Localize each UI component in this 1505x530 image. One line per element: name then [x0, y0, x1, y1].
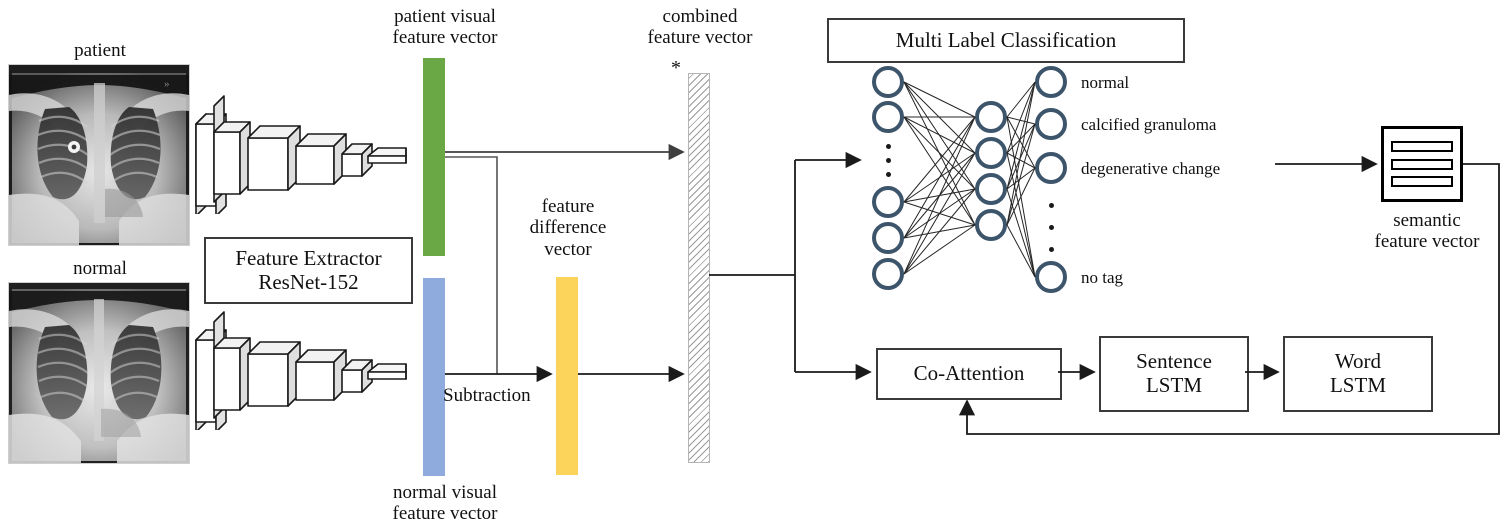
sfv-row: [1391, 141, 1453, 153]
nn-input-node: [872, 258, 904, 290]
sfv-row: [1391, 158, 1453, 170]
normal-xray-svg: [9, 283, 189, 463]
cfv-line1: combined: [662, 6, 738, 27]
word-lstm-line1: Word: [1334, 349, 1382, 374]
sentence-lstm-line1: Sentence: [1136, 349, 1212, 374]
nn-hidden-node: [975, 173, 1007, 205]
output-label-calcified-granuloma: calcified granuloma: [1081, 115, 1217, 134]
nn-output-node: [1035, 66, 1067, 98]
word-lstm-line2: LSTM: [1329, 373, 1386, 397]
subtraction-label: Subtraction: [443, 385, 531, 406]
nn-input-ellipsis-dot: [886, 172, 891, 177]
nn-output-ellipsis-dot: [1049, 225, 1054, 230]
cfv-line2: feature vector: [647, 27, 753, 49]
nn-hidden-node: [975, 101, 1007, 133]
sentence-lstm-box: Sentence LSTM: [1099, 336, 1249, 412]
normal-visual-feature-vector-bar: [423, 278, 445, 476]
co-attention-label: Co-Attention: [913, 361, 1025, 386]
pv-line1: patient visual: [394, 6, 496, 27]
svg-text:»: »: [164, 78, 170, 90]
combined-feature-vector-bar: [688, 73, 710, 463]
pv-line2: feature vector: [392, 27, 498, 49]
nn-input-node: [872, 101, 904, 133]
nn-input-ellipsis-dot: [886, 158, 891, 163]
sentence-lstm-line2: LSTM: [1145, 373, 1202, 397]
feature-difference-vector-label: feature difference vector: [498, 196, 638, 260]
patient-visual-feature-vector-bar: [423, 58, 445, 256]
nn-input-node: [872, 66, 904, 98]
fd-line3: vector: [544, 238, 592, 260]
cnn-stack-icon-normal: [192, 300, 412, 433]
patient-image-label: patient: [74, 40, 126, 61]
nn-hidden-node: [975, 209, 1007, 241]
sfv-line2: feature vector: [1374, 231, 1480, 253]
nn-output-node: [1035, 108, 1067, 140]
output-label-degenerative-change: degenerative change: [1081, 159, 1221, 178]
fd-line1: feature: [541, 196, 595, 217]
nn-output-ellipsis-dot: [1049, 247, 1054, 252]
cnn-stack-icon-patient: [192, 84, 412, 217]
semantic-feature-vector-icon: [1381, 126, 1463, 202]
fd-line2: difference: [529, 217, 607, 239]
feature-extractor-box: Feature Extractor ResNet-152: [204, 237, 413, 304]
nn-input-ellipsis-dot: [886, 144, 891, 149]
word-lstm-box: Word LSTM: [1283, 336, 1433, 412]
combined-vector-asterisk: *: [671, 57, 681, 79]
nn-hidden-node: [975, 137, 1007, 169]
nv-line2: feature vector: [392, 503, 498, 525]
nn-output-ellipsis-dot: [1049, 203, 1054, 208]
combined-feature-vector-label: combined feature vector: [620, 6, 780, 49]
output-label-normal: normal: [1081, 73, 1130, 92]
sfv-row: [1391, 175, 1453, 187]
nn-output-node: [1035, 152, 1067, 184]
normal-xray-image: [8, 282, 190, 464]
nn-input-node: [872, 186, 904, 218]
nv-line1: normal visual: [393, 482, 497, 503]
feature-extractor-line2: ResNet-152: [258, 269, 359, 294]
feature-difference-vector-bar: [556, 277, 578, 475]
feature-extractor-line1: Feature Extractor: [235, 245, 382, 270]
patient-xray-image: »: [8, 64, 190, 246]
patient-xray-svg: »: [9, 65, 189, 245]
nn-input-node: [872, 222, 904, 254]
output-label-no-tag: no tag: [1081, 268, 1124, 287]
multi-label-classification-title: Multi Label Classification: [895, 27, 1117, 52]
sfv-line1: semantic: [1393, 210, 1461, 231]
semantic-feature-vector-label: semantic feature vector: [1352, 210, 1502, 253]
multi-label-classification-box: Multi Label Classification: [827, 18, 1185, 63]
nn-output-node: [1035, 261, 1067, 293]
normal-visual-vector-label: normal visual feature vector: [360, 482, 530, 525]
normal-image-label: normal: [73, 258, 127, 279]
patient-visual-vector-label: patient visual feature vector: [360, 6, 530, 49]
co-attention-box: Co-Attention: [876, 348, 1062, 400]
